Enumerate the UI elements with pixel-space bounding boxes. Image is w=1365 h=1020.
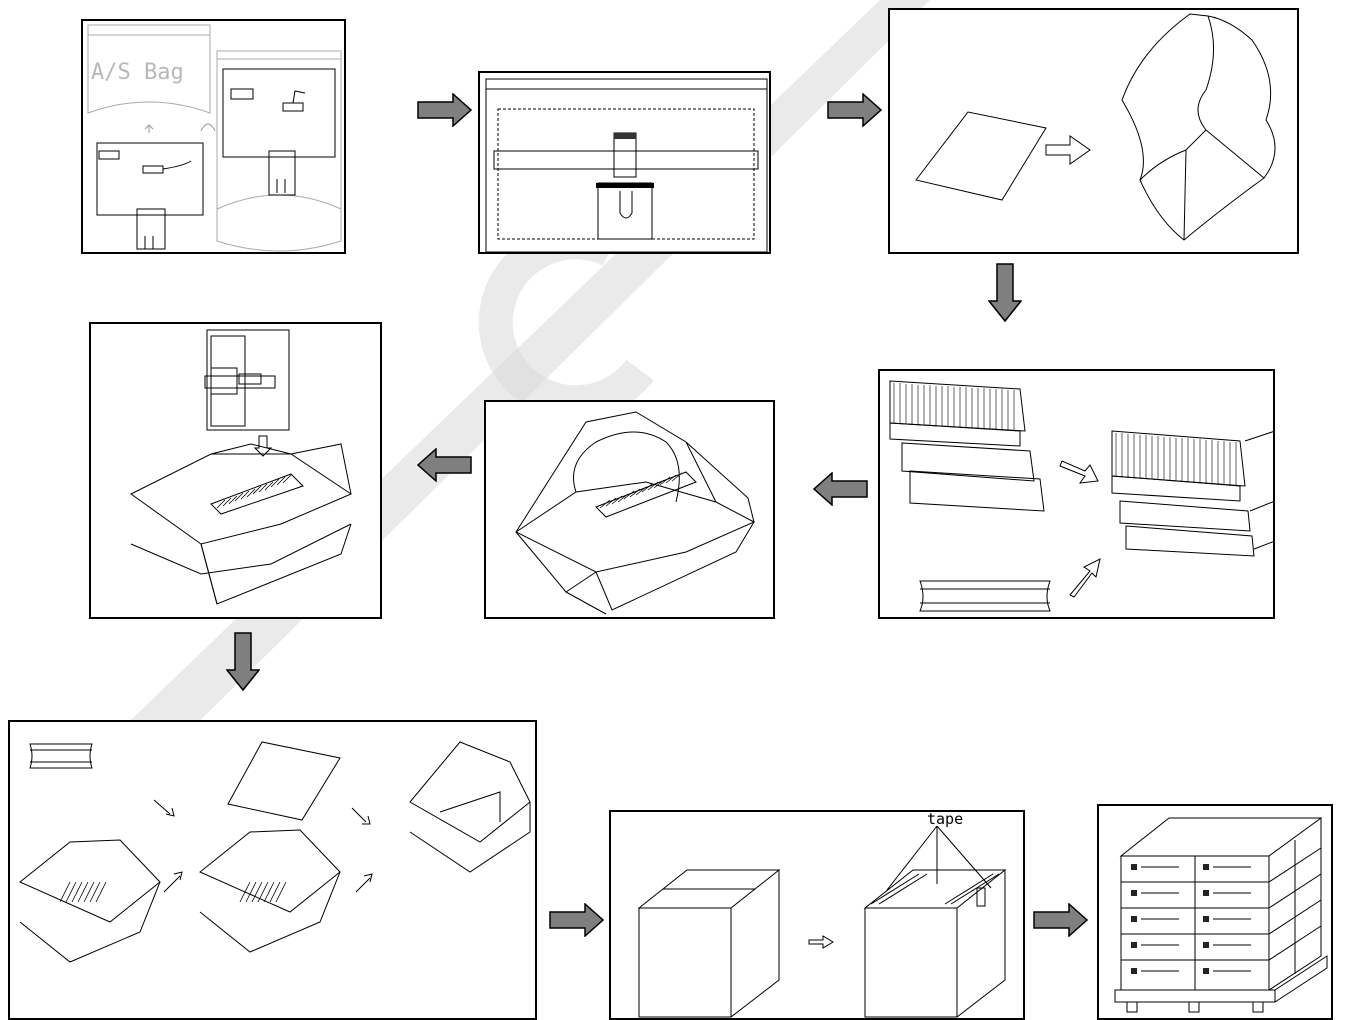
arrow-down-2 [226,632,260,692]
arrow-left-2 [416,448,472,482]
tray-stacking-illustration [889,380,1273,612]
arrow-down-1 [988,263,1022,323]
sealed-bag-illustration [485,78,768,252]
module-into-box-illustration [130,329,353,605]
as-bag-label: A/S Bag [91,60,184,85]
closing-box-illustration [19,741,531,963]
step-bag-module-panel: A/S Bag [81,19,346,254]
arrow-right-2 [827,93,883,127]
trays-in-box-illustration [515,411,756,615]
sheet-to-bag-illustration [915,13,1276,241]
step-pallet-panel [1097,804,1333,1020]
tape-label: tape [927,812,963,828]
step-module-into-box-panel [89,322,382,619]
bag-module-illustration: A/S Bag [87,24,342,252]
step-trays-in-box-panel [484,400,775,619]
arrow-right-1 [417,93,473,127]
step-tray-stacking-panel [878,369,1275,619]
step-sheet-to-bag-panel [888,8,1299,254]
pallet-illustration [1114,817,1328,1013]
step-sealed-bag-panel [478,71,771,254]
step-tape-box-panel: tape [609,810,1025,1020]
arrow-right-3 [549,903,605,937]
tape-box-illustration: tape [637,812,1007,1018]
arrow-right-4 [1033,903,1089,937]
arrow-left-1 [812,472,868,506]
step-closing-box-panel [8,720,537,1020]
